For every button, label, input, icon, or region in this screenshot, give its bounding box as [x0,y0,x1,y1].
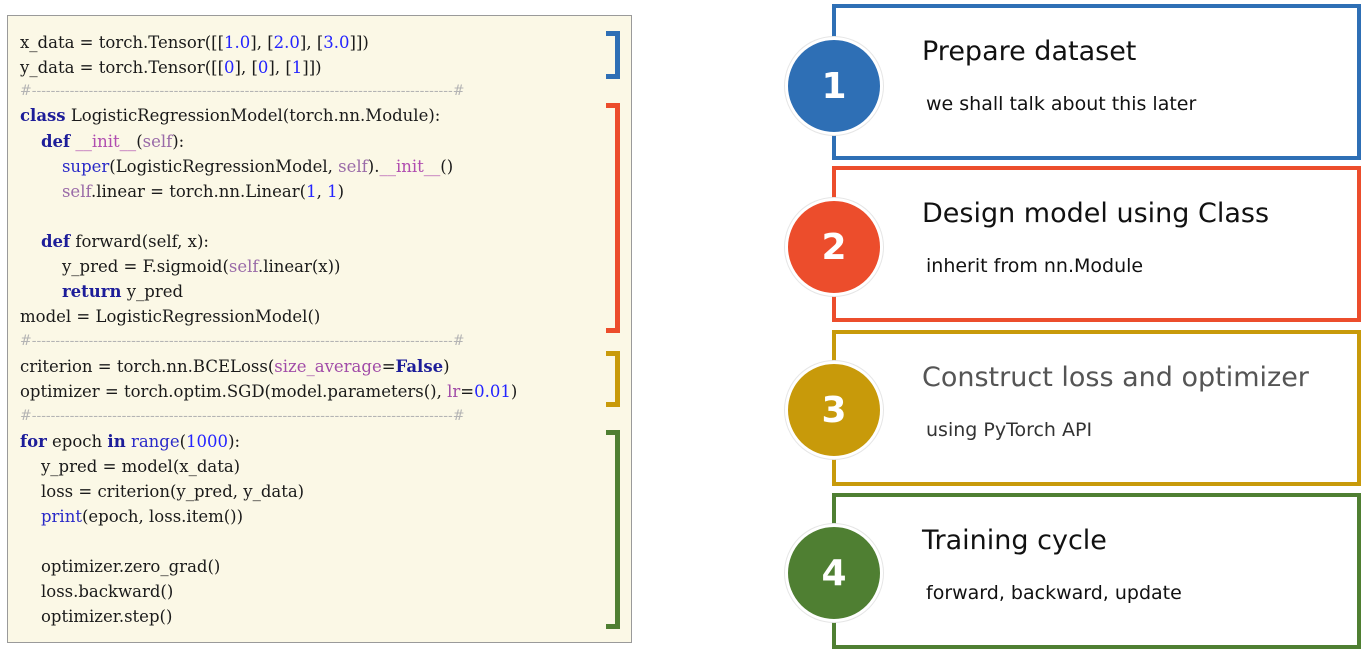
code-panel: x_data = torch.Tensor([[1.0], [2.0], [3.… [7,15,632,643]
step-3-number-badge: 3 [785,361,883,459]
code-line-print: print(epoch, loss.item()) [40,507,244,526]
step-3-subtitle: using PyTorch API [926,419,1093,441]
bracket-loss [606,351,620,407]
code-line-return: return y_pred [61,282,184,301]
code-line-loss: loss = criterion(y_pred, y_data) [20,482,305,501]
code-separator: #---------------------------------------… [20,83,465,99]
code-separator: #---------------------------------------… [20,408,465,424]
code-line-step: optimizer.step() [20,607,173,626]
code-line-def-init: def __init__(self): [40,132,185,151]
code-line-linear: self.linear = torch.nn.Linear(1, 1) [61,182,345,201]
code-line-y-data: y_data = torch.Tensor([[0], [0], [1]]) [20,58,322,77]
step-3-box: Construct loss and optimizer using PyTor… [832,330,1361,486]
code-line-backward: loss.backward() [20,582,174,601]
bracket-dataset [606,31,620,79]
code-line-def-forward: def forward(self, x): [40,232,209,251]
code-line-criterion: criterion = torch.nn.BCELoss(size_averag… [20,357,450,376]
code-line-zero-grad: optimizer.zero_grad() [20,557,221,576]
step-4-number-badge: 4 [785,524,883,622]
code-line-super: super(LogisticRegressionModel, self).__i… [61,157,454,176]
code-line-sigmoid: y_pred = F.sigmoid(self.linear(x)) [61,257,341,276]
code-line-model: model = LogisticRegressionModel() [20,307,321,326]
step-2-subtitle: inherit from nn.Module [926,255,1144,277]
step-4-title: Training cycle [922,525,1107,556]
code-line-for: for epoch in range(1000): [20,432,241,451]
step-2-box: Design model using Class inherit from nn… [832,166,1361,322]
code-line-x-data: x_data = torch.Tensor([[1.0], [2.0], [3.… [20,33,369,52]
code-line-optimizer: optimizer = torch.optim.SGD(model.parame… [20,382,518,401]
step-4-subtitle: forward, backward, update [926,582,1182,604]
step-2-number-badge: 2 [785,198,883,296]
step-2-title: Design model using Class [922,198,1270,229]
step-3-title: Construct loss and optimizer [922,362,1309,393]
step-4-box: Training cycle forward, backward, update [832,493,1361,649]
step-1-title: Prepare dataset [922,36,1137,67]
bracket-model [606,103,620,333]
code-line-class: class LogisticRegressionModel(torch.nn.M… [20,106,441,125]
step-1-box: Prepare dataset we shall talk about this… [832,4,1361,160]
step-1-subtitle: we shall talk about this later [926,93,1197,115]
code-line-forward-call: y_pred = model(x_data) [20,457,241,476]
step-1-number-badge: 1 [785,37,883,135]
bracket-training [606,430,620,629]
code-separator: #---------------------------------------… [20,333,465,349]
